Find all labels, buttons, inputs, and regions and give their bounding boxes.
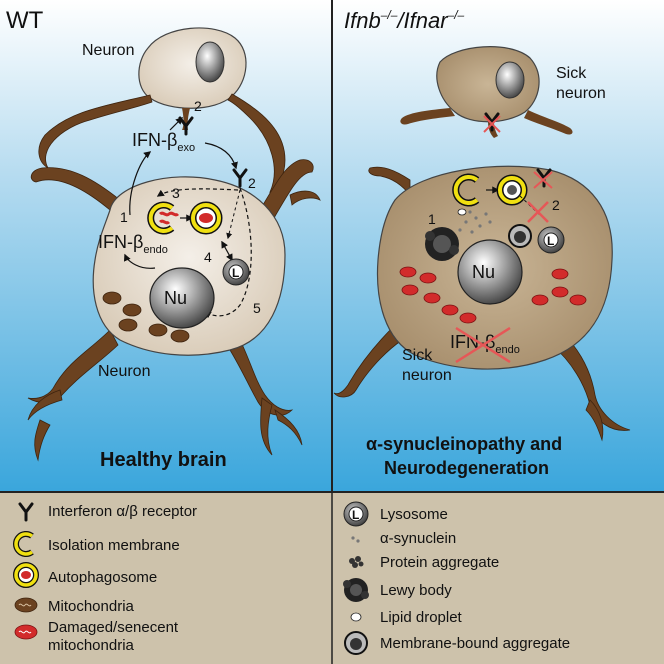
legend-synuclein-label: α-synuclein bbox=[380, 530, 456, 547]
membrane-aggregate-icon bbox=[344, 631, 368, 655]
nucleus-right bbox=[457, 239, 523, 305]
neuron-top-label: Neuron bbox=[82, 42, 134, 59]
step-3: 3 bbox=[172, 185, 180, 201]
left-neuron-dendrites bbox=[27, 159, 321, 462]
lysosome-label-right: L bbox=[547, 234, 554, 248]
nucleus-left bbox=[149, 267, 215, 329]
blocked-cross-top bbox=[483, 115, 501, 133]
sick-top-line1: Sick bbox=[556, 65, 587, 82]
right-panel-title: Ifnb–/–/Ifnar–/– bbox=[344, 8, 465, 33]
legend-lipid-droplet-label: Lipid droplet bbox=[380, 609, 463, 626]
right-caption-2: Neurodegeneration bbox=[384, 458, 549, 478]
sick-top-line2: neuron bbox=[556, 85, 606, 102]
alpha-synuclein-icon bbox=[351, 536, 360, 543]
left-caption: Healthy brain bbox=[100, 449, 227, 471]
membrane-aggregate-icon bbox=[508, 224, 532, 248]
step-1: 1 bbox=[120, 209, 128, 225]
right-caption-1: α-synucleinopathy and bbox=[366, 434, 562, 454]
lysosome-label-left: L bbox=[232, 266, 239, 280]
step-4: 4 bbox=[204, 249, 212, 265]
lewy-body-icon bbox=[343, 578, 369, 602]
ifn-endo-label: IFN-βendo bbox=[98, 232, 168, 256]
legend-receptor-label: Interferon α/β receptor bbox=[48, 503, 197, 520]
blocked-cross-autophagy bbox=[527, 201, 549, 223]
legend-lysosome-label: Lysosome bbox=[380, 506, 448, 523]
isolation-membrane-icon bbox=[13, 531, 34, 557]
legend-lewy-body-label: Lewy body bbox=[380, 582, 452, 599]
autophagosome-icon bbox=[189, 201, 223, 235]
ifn-exo-label: IFN-βexo bbox=[132, 130, 195, 154]
sick-bottom-line1: Sick bbox=[402, 347, 433, 364]
legend-protein-aggregate-label: Protein aggregate bbox=[380, 554, 499, 571]
nucleus-label-right: Nu bbox=[472, 262, 495, 282]
step-2-top: 2 bbox=[194, 98, 202, 114]
autophagosome-icon bbox=[496, 174, 528, 206]
legend-damaged-label-2: mitochondria bbox=[48, 637, 135, 654]
right-neuron-dendrites bbox=[333, 166, 631, 442]
protein-aggregate-icon bbox=[349, 556, 364, 568]
isolation-membrane-icon bbox=[147, 201, 180, 235]
step-2-right: 2 bbox=[552, 197, 560, 213]
lewy-body-icon bbox=[425, 227, 459, 261]
receptor-icon bbox=[18, 502, 34, 522]
damaged-mitochondria-icon bbox=[14, 624, 38, 640]
step-5: 5 bbox=[253, 300, 261, 316]
left-panel-title: WT bbox=[6, 7, 44, 34]
receptor-icon bbox=[232, 168, 248, 188]
legend-mitochondria-label: Mitochondria bbox=[48, 598, 135, 615]
legend-lysosome-glyph: L bbox=[352, 508, 359, 522]
mitochondria-icon bbox=[102, 291, 190, 343]
lipid-droplet-icon bbox=[457, 208, 467, 216]
legend-damaged-label-1: Damaged/senecent bbox=[48, 619, 179, 636]
damaged-mitochondria-icon bbox=[399, 266, 587, 324]
top-sick-neuron bbox=[400, 46, 573, 138]
legend-autophagosome-label: Autophagosome bbox=[48, 569, 157, 586]
nucleus-label-left: Nu bbox=[164, 288, 187, 308]
step-1-right: 1 bbox=[428, 211, 436, 227]
alpha-synuclein-icon bbox=[458, 210, 492, 234]
neuron-bottom-label: Neuron bbox=[98, 363, 150, 380]
blocked-cross-ifn bbox=[455, 326, 511, 364]
step-2-cell: 2 bbox=[248, 175, 256, 191]
isolation-membrane-icon bbox=[452, 173, 480, 207]
sick-bottom-line2: neuron bbox=[402, 367, 452, 384]
autophagosome-icon bbox=[13, 562, 39, 588]
mitochondria-icon bbox=[14, 597, 38, 613]
blocked-cross-receptor bbox=[533, 171, 553, 189]
lipid-droplet-icon bbox=[350, 612, 362, 622]
legend-membrane-aggregate-label: Membrane-bound aggregate bbox=[380, 635, 570, 652]
legend-isolation-label: Isolation membrane bbox=[48, 537, 180, 554]
